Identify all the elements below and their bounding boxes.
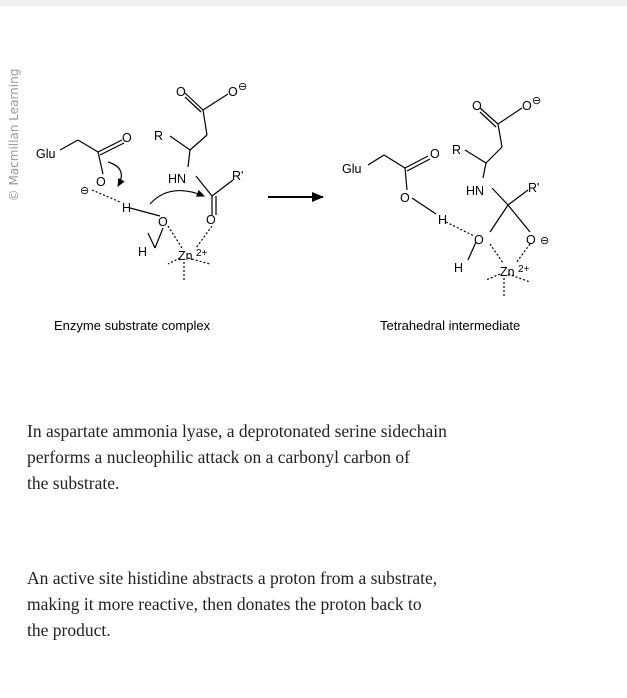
tetrahedral-labels: Glu R HN R' O O ⊖ O O H O O ⊖ H Zn 2+ (342, 95, 549, 279)
caption-enzyme-substrate-complex: Enzyme substrate complex (54, 318, 211, 333)
svg-text:HN: HN (466, 184, 484, 198)
svg-text:O: O (472, 99, 482, 113)
svg-text:HN: HN (168, 172, 186, 186)
svg-text:R: R (452, 143, 461, 157)
svg-text:2+: 2+ (196, 248, 208, 259)
svg-text:H: H (122, 201, 131, 215)
svg-text:O: O (228, 85, 238, 99)
svg-text:⊖: ⊖ (540, 235, 549, 247)
caption-tetrahedral-intermediate: Tetrahedral intermediate (380, 318, 521, 333)
svg-text:O: O (176, 85, 186, 99)
svg-text:O: O (526, 233, 536, 247)
enzyme-substrate-labels: Glu R HN R' O O ⊖ O O ⊖ H O O H Zn 2+ (36, 81, 247, 263)
svg-text:R: R (154, 129, 163, 143)
svg-text:H: H (438, 213, 447, 227)
svg-text:Zn: Zn (500, 265, 515, 279)
svg-text:O: O (400, 191, 410, 205)
svg-text:Zn: Zn (178, 249, 193, 263)
svg-text:O: O (206, 213, 216, 227)
option-line: performs a nucleophilic attack on a carb… (27, 447, 410, 467)
tetrahedral-intermediate (367, 107, 531, 298)
reaction-scheme: Glu R HN R' O O ⊖ O O ⊖ H O O H Zn 2+ (36, 81, 549, 298)
option-line: the product. (27, 620, 111, 640)
option-line: making it more reactive, then donates th… (27, 594, 422, 614)
svg-text:O: O (96, 175, 106, 189)
enzyme-substrate-complex (59, 92, 234, 282)
option-line: the substrate. (27, 473, 120, 493)
svg-text:⊖: ⊖ (532, 95, 541, 107)
svg-text:⊖: ⊖ (80, 185, 89, 197)
svg-text:O: O (474, 233, 484, 247)
svg-text:O: O (522, 99, 532, 113)
svg-text:Glu: Glu (36, 147, 56, 161)
svg-text:R': R' (232, 169, 243, 183)
svg-text:O: O (122, 131, 132, 145)
svg-text:H: H (454, 261, 463, 275)
option-line: An active site histidine abstracts a pro… (27, 568, 438, 588)
svg-text:2+: 2+ (518, 264, 530, 275)
answer-option-histidine-proton[interactable]: An active site histidine abstracts a pro… (27, 565, 587, 643)
svg-text:⊖: ⊖ (238, 81, 247, 93)
top-bar (0, 0, 627, 6)
svg-text:Glu: Glu (342, 162, 362, 176)
option-line: In aspartate ammonia lyase, a deprotonat… (27, 421, 447, 441)
svg-text:H: H (138, 245, 147, 259)
svg-text:O: O (430, 147, 440, 161)
svg-text:R': R' (528, 181, 539, 195)
answer-option-serine-attack[interactable]: In aspartate ammonia lyase, a deprotonat… (27, 418, 587, 496)
svg-text:O: O (158, 215, 168, 229)
